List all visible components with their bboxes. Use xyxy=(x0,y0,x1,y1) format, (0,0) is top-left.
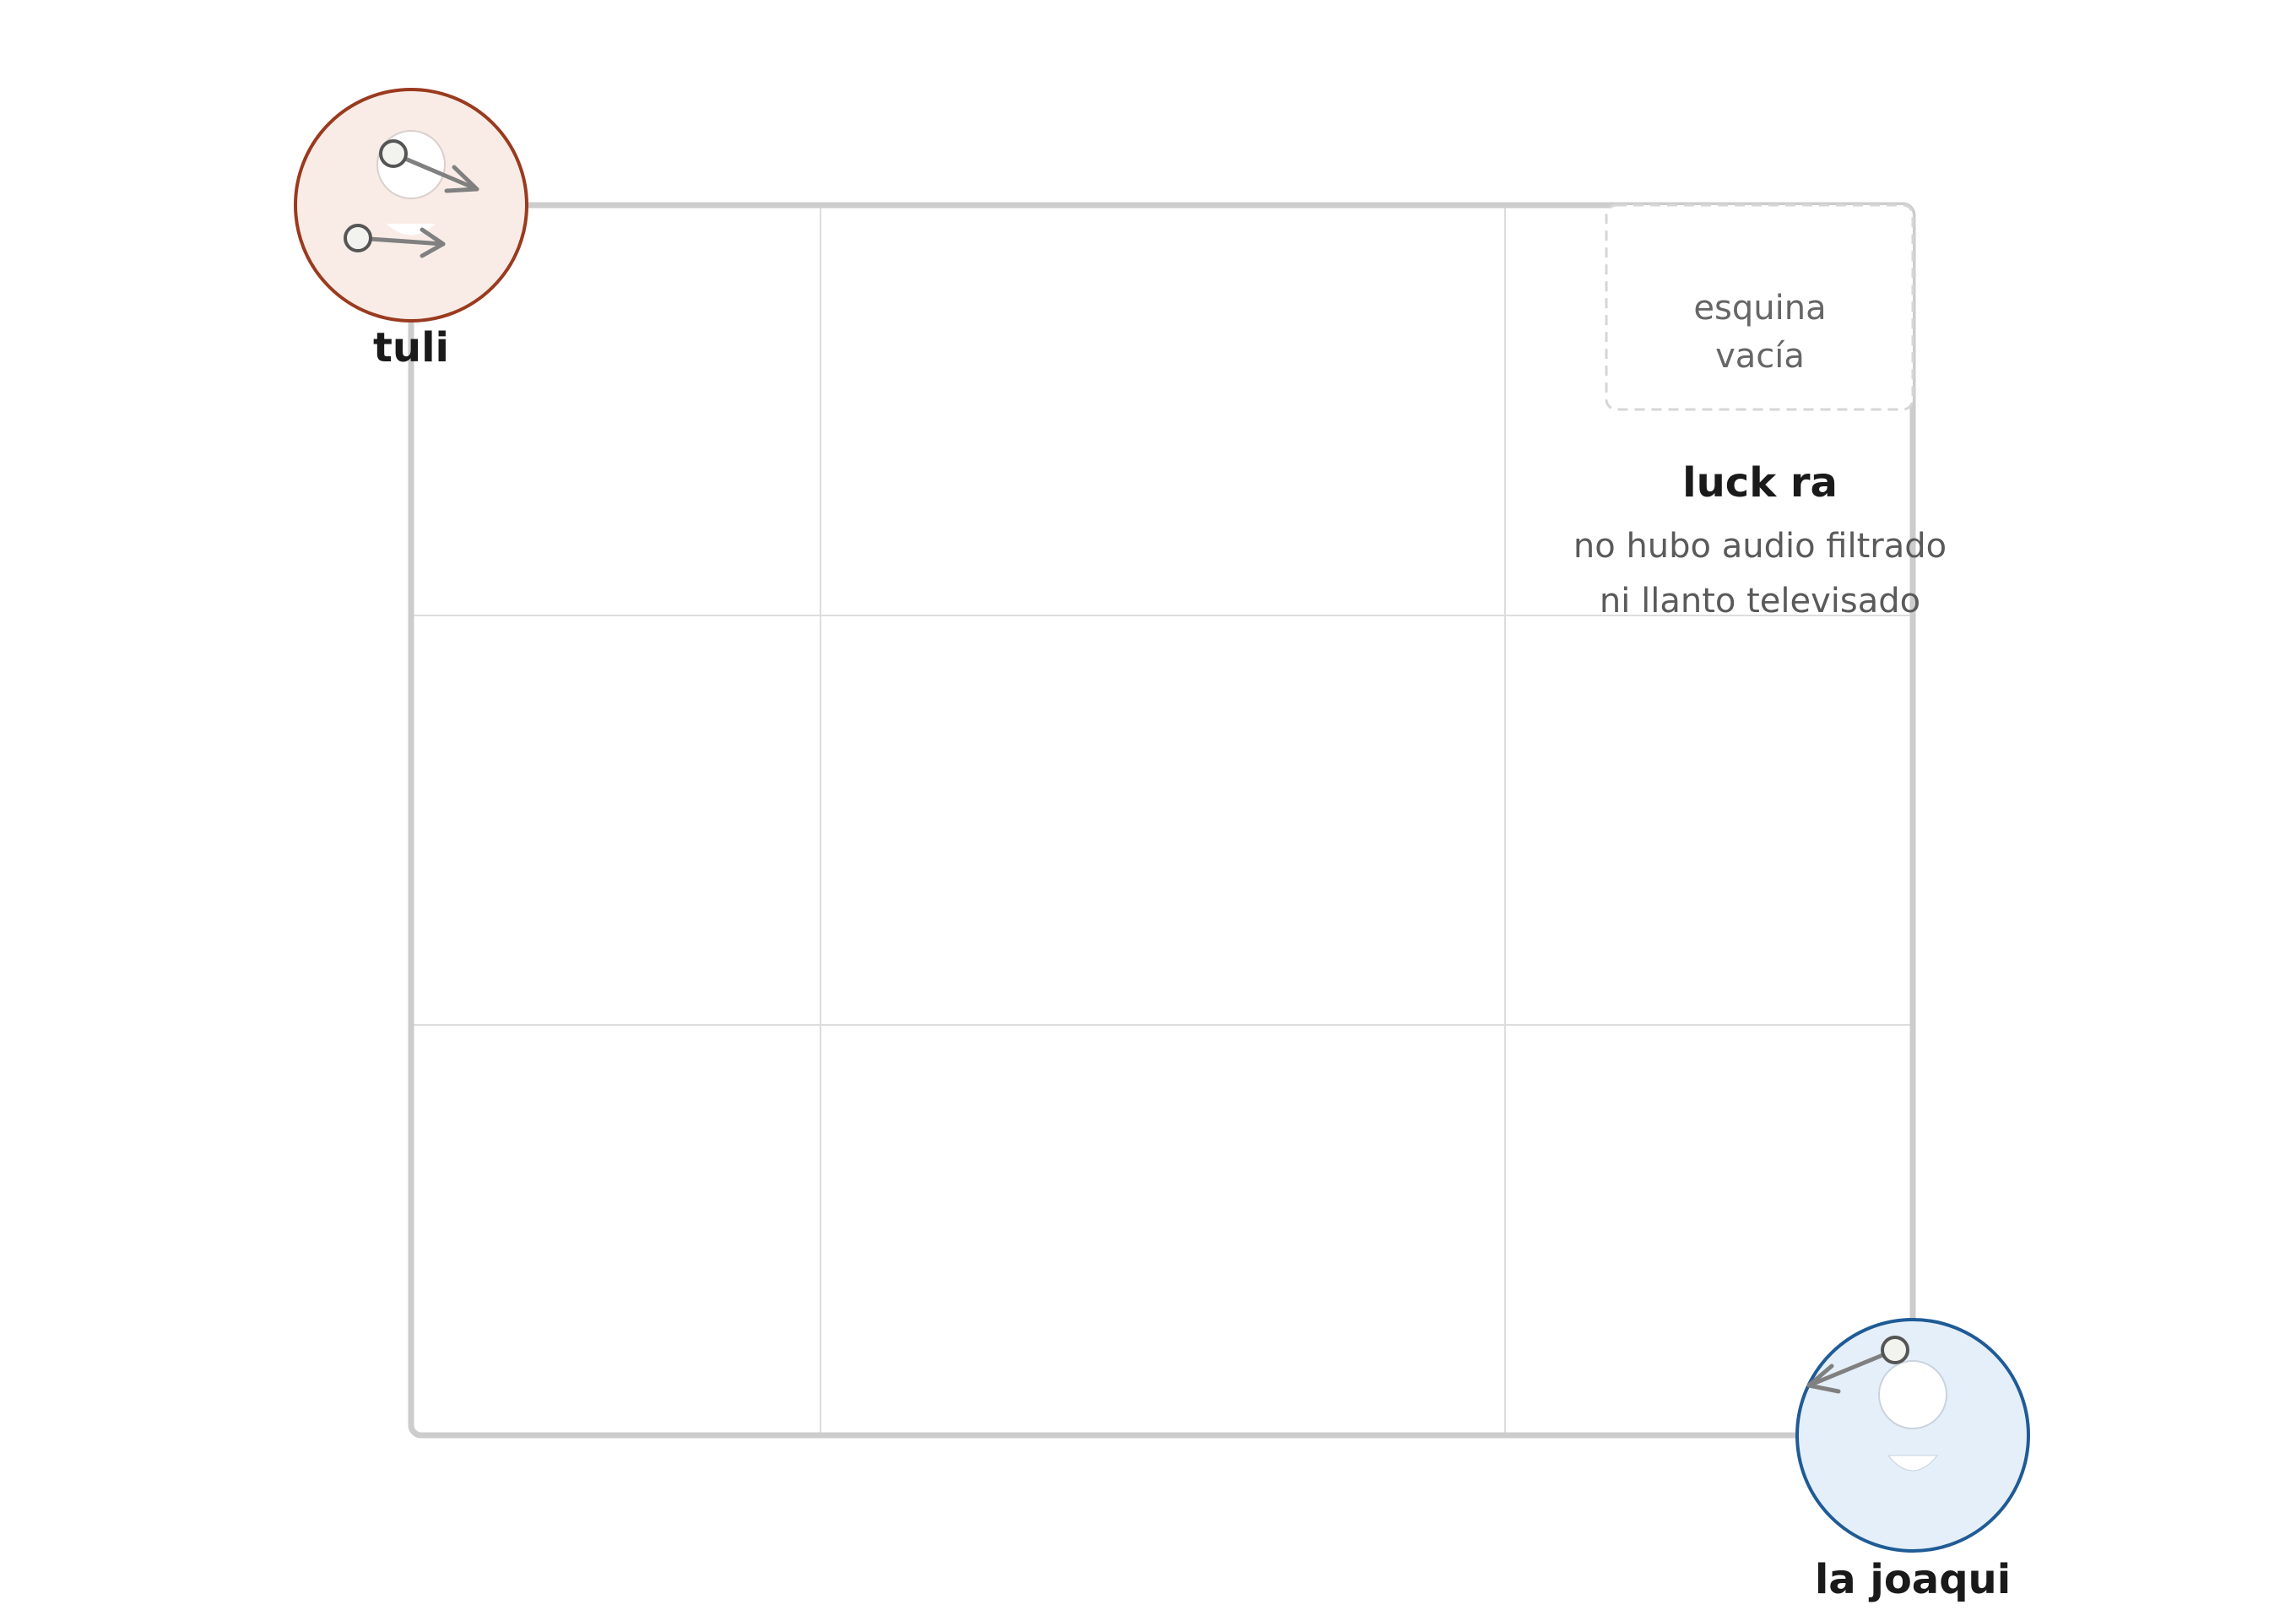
corner-avatar-top-left[interactable]: tuli xyxy=(294,88,528,371)
empty-corner-label-line2: vacía xyxy=(1715,337,1805,376)
board-frame xyxy=(408,202,1916,1439)
note-line-2: ni llanto televisado xyxy=(1600,582,1920,621)
corner-avatar-bottom-right[interactable]: la joaqui xyxy=(1795,1318,2030,1603)
note-block: luck ra no hubo audio filtrado ni llanto… xyxy=(1573,459,1947,621)
pin-arrow-icon xyxy=(379,139,479,193)
empty-corner-placeholder: esquina vacía xyxy=(1605,203,1914,411)
note-line-1: no hubo audio filtrado xyxy=(1573,527,1947,566)
avatar-circle-la-joaqui[interactable] xyxy=(1795,1318,2030,1553)
corner-name-tuli: tuli xyxy=(373,324,449,371)
empty-corner-label-line1: esquina xyxy=(1693,289,1826,328)
grid-lines xyxy=(411,205,1913,1435)
note-title: luck ra xyxy=(1682,459,1838,507)
face-icon xyxy=(1878,1360,1947,1472)
pin-arrow-icon xyxy=(344,224,446,258)
pin-arrow-icon xyxy=(1806,1336,1909,1394)
corner-name-la-joaqui: la joaqui xyxy=(1815,1556,2011,1603)
avatar-circle-tuli[interactable] xyxy=(294,88,528,323)
empty-corner-box xyxy=(1605,203,1914,411)
